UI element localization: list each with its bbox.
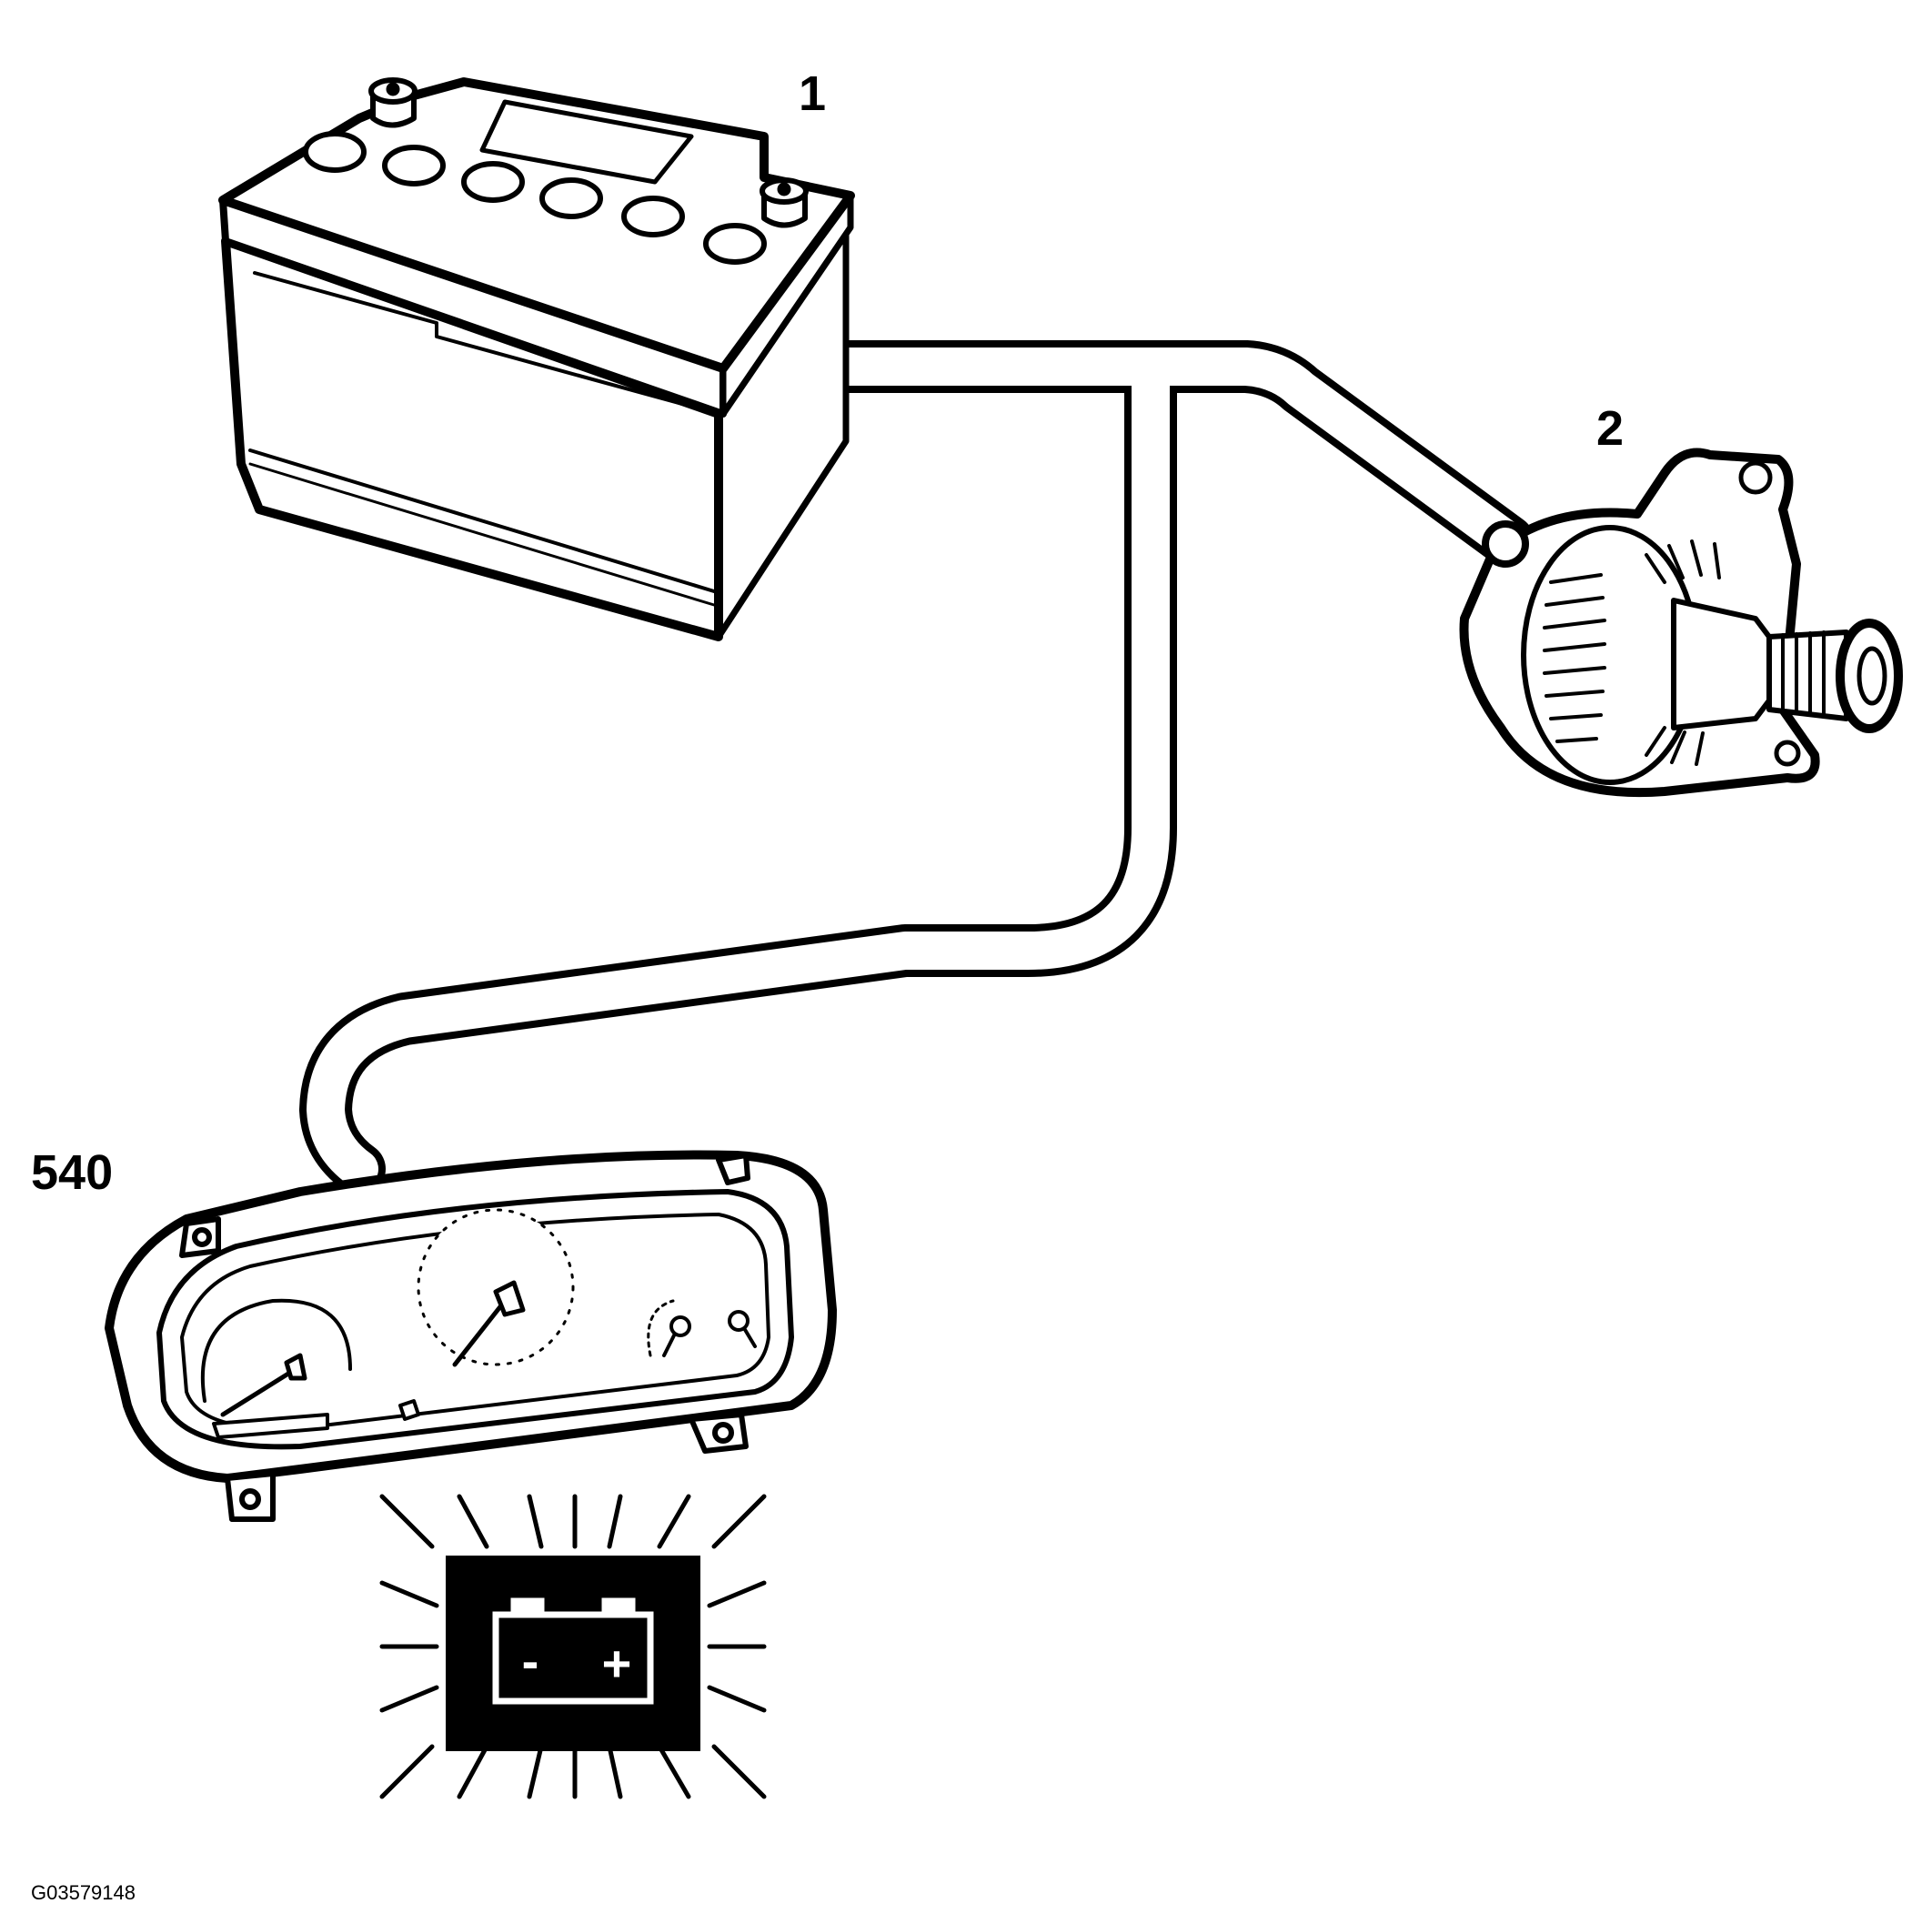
figure-code: G03579148 <box>31 1881 136 1904</box>
cell-cap <box>621 196 685 237</box>
gauge-right-1-hub <box>669 1315 691 1337</box>
gauge-left-readout <box>212 1413 329 1439</box>
gauge-left-arc <box>200 1298 352 1403</box>
battery-icon-minus: - <box>522 1632 539 1689</box>
cell-cap <box>303 131 367 173</box>
warning-lamp-panel <box>446 1556 700 1751</box>
alternator-pulley-grooves <box>1781 630 1826 719</box>
callout-instrument-cluster: 540 <box>31 1145 114 1200</box>
battery-front-ridge <box>253 271 720 416</box>
alternator-nose <box>1671 598 1772 730</box>
alternator-mount-lug-bottom <box>1774 740 1801 767</box>
callout-alternator: 2 <box>1596 401 1625 456</box>
wiring-harness <box>299 340 1535 1195</box>
cell-cap <box>539 177 603 219</box>
gauge-right-1-arc <box>647 1299 675 1357</box>
cell-cap <box>382 145 446 186</box>
cell-cap <box>461 161 525 203</box>
battery <box>218 77 855 641</box>
alternator-harness-connector <box>1482 520 1529 568</box>
gauge-left-hub <box>284 1353 307 1381</box>
cell-cap <box>703 223 767 265</box>
alternator <box>1459 448 1903 798</box>
battery-negative-terminal <box>368 77 418 128</box>
battery-warning-lamp: - + <box>379 1494 767 1799</box>
battery-front-ridge-lower <box>248 448 716 593</box>
cluster-mounting-tabs <box>179 1153 750 1522</box>
gauge-right-2-hub <box>728 1310 750 1332</box>
cluster-warning-symbol <box>398 1399 420 1421</box>
battery-positive-terminal <box>760 177 809 228</box>
gauge-center-dial <box>417 1208 575 1366</box>
battery-front-ridge-lower2 <box>248 462 716 607</box>
instrument-cluster <box>105 1150 837 1522</box>
harness-inner-to-cluster <box>307 348 1170 1188</box>
callout-battery: 1 <box>799 66 827 121</box>
battery-icon <box>492 1597 654 1705</box>
alternator-cooling-slots <box>1543 573 1606 743</box>
battery-cell-caps <box>303 131 767 265</box>
gauge-center-needle <box>452 1298 508 1367</box>
alternator-mount-lug <box>1738 460 1773 495</box>
gauge-center-hub <box>493 1280 526 1317</box>
alternator-pulley <box>1766 630 1849 721</box>
warning-lamp-rays <box>379 1494 767 1799</box>
battery-top-label <box>479 99 694 185</box>
alternator-fan-fins <box>1645 539 1721 766</box>
harness-inner-to-alternator <box>810 348 1527 560</box>
alternator-pulley-bore <box>1857 646 1887 706</box>
battery-icon-plus: + <box>602 1635 632 1692</box>
gauge-left-needle <box>220 1366 298 1417</box>
alternator-stator <box>1521 525 1699 785</box>
